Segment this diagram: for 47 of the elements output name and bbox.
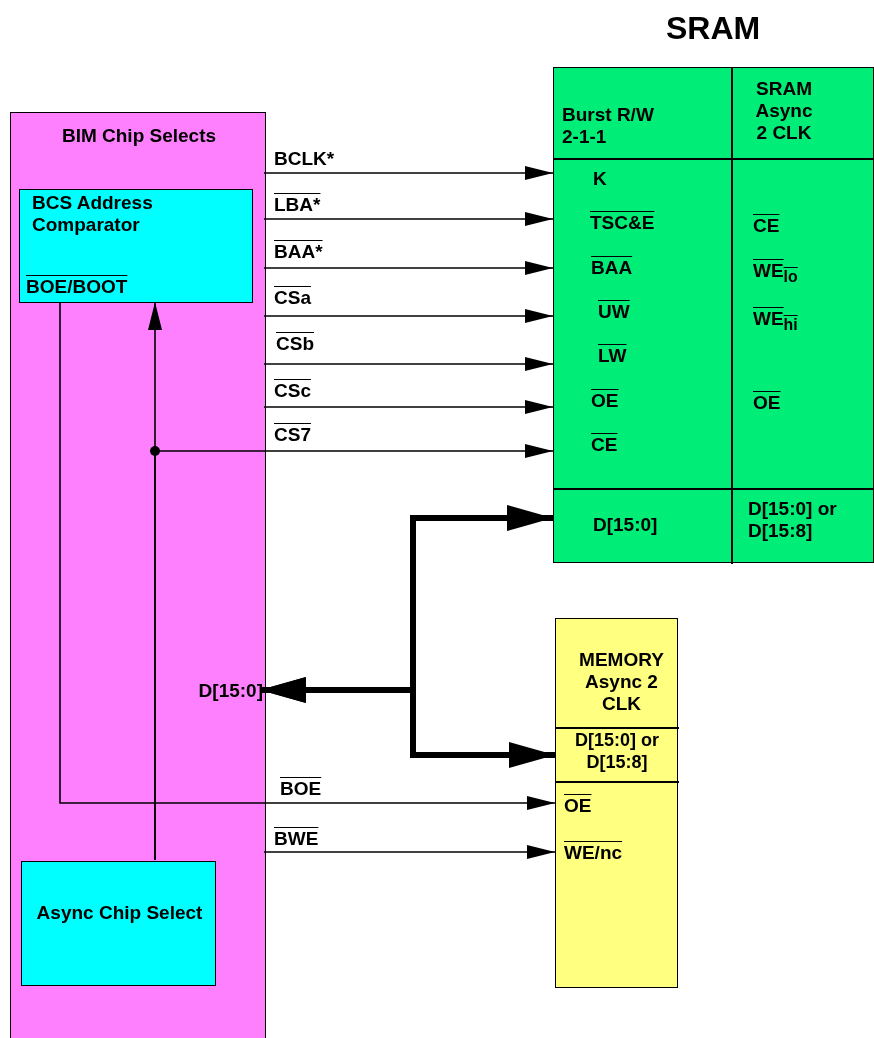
- signal-label: BAA*: [274, 241, 323, 263]
- block-title: BIM Chip Selects: [60, 125, 218, 147]
- column-heading: Burst R/W 2-1-1: [562, 104, 655, 148]
- signal-label: BOE: [280, 778, 322, 800]
- pin-label: CE: [591, 434, 619, 456]
- pin-label: OE: [753, 392, 782, 414]
- pin-label: D[15:0] or D[15:8]: [748, 498, 838, 542]
- signal-arrow: [263, 357, 554, 371]
- signal-arrow: [263, 309, 554, 323]
- pin-label: OE: [564, 795, 593, 817]
- pin-label: BAA: [591, 257, 634, 279]
- signal-label: BCLK*: [274, 148, 335, 170]
- pin-label: D[15:0]: [197, 680, 263, 702]
- signal-arrow: [263, 166, 554, 180]
- pin-label: TSC&E: [590, 212, 656, 234]
- chip-title: SRAM: [666, 10, 762, 46]
- signal-label: CSc: [274, 380, 311, 402]
- signal-label: CSa: [274, 287, 311, 309]
- signal-arrow: [59, 301, 556, 810]
- signal-label: BWE: [274, 828, 319, 850]
- signal-arrow: [263, 400, 554, 414]
- pin-label: UW: [598, 301, 631, 323]
- pin-label: OE: [591, 390, 620, 412]
- block-title: MEMORY Async 2 CLK: [578, 649, 665, 715]
- signal-label: LBA*: [274, 194, 321, 216]
- pin-label: WE$_{hi}$: [753, 308, 799, 335]
- signal-arrow: [263, 261, 554, 275]
- pin-label: WE/nc: [564, 842, 624, 864]
- memory-block: [555, 618, 678, 988]
- block-title: BCS Address Comparator: [32, 192, 154, 236]
- pin-label: LW: [598, 345, 628, 367]
- column-heading: SRAM Async 2 CLK: [754, 78, 814, 144]
- chip-select-box: [21, 861, 216, 986]
- signal-arrow: [263, 845, 556, 859]
- pin-label: WE$_{lo}$: [753, 260, 799, 287]
- block-title: Async Chip Select: [35, 902, 204, 924]
- pin-label: BOE/BOOT: [26, 276, 129, 298]
- chip-select-block: [10, 112, 266, 1038]
- comparator-box: [19, 189, 253, 303]
- pin-label: CE: [753, 215, 781, 237]
- signal-label: CS7: [274, 424, 311, 446]
- pin-label: K: [593, 168, 608, 190]
- signal-arrow: [148, 301, 162, 861]
- pin-label: D[15:0]: [593, 514, 659, 536]
- signal-label: CSb: [276, 333, 314, 355]
- signal-arrow: [263, 212, 554, 226]
- pin-label: D[15:0] or D[15:8]: [574, 729, 660, 773]
